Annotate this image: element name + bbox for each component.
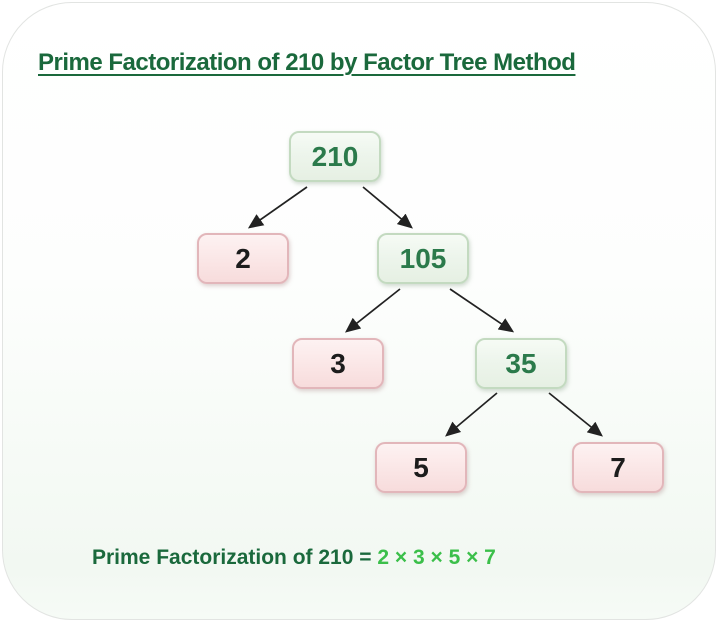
tree-node-5-label: 5 bbox=[413, 451, 429, 483]
tree-node-210: 210 bbox=[289, 131, 381, 182]
tree-node-5: 5 bbox=[375, 442, 467, 493]
tree-node-7-label: 7 bbox=[610, 451, 626, 483]
tree-node-2: 2 bbox=[197, 233, 289, 284]
tree-node-35-label: 35 bbox=[505, 347, 537, 379]
tree-node-35: 35 bbox=[475, 338, 567, 389]
tree-node-2-label: 2 bbox=[235, 242, 251, 274]
result-prefix: Prime Factorization of 210 = bbox=[92, 546, 378, 569]
tree-node-3-label: 3 bbox=[330, 347, 346, 379]
tree-node-105-label: 105 bbox=[399, 242, 447, 274]
tree-node-210-label: 210 bbox=[311, 140, 359, 172]
result-line: Prime Factorization of 210 = 2 × 3 × 5 ×… bbox=[92, 546, 496, 570]
result-factors: 2 × 3 × 5 × 7 bbox=[377, 546, 496, 569]
tree-node-3: 3 bbox=[292, 338, 384, 389]
tree-node-7: 7 bbox=[572, 442, 664, 493]
page-title: Prime Factorization of 210 by Factor Tre… bbox=[38, 49, 576, 76]
tree-node-105: 105 bbox=[377, 233, 469, 284]
